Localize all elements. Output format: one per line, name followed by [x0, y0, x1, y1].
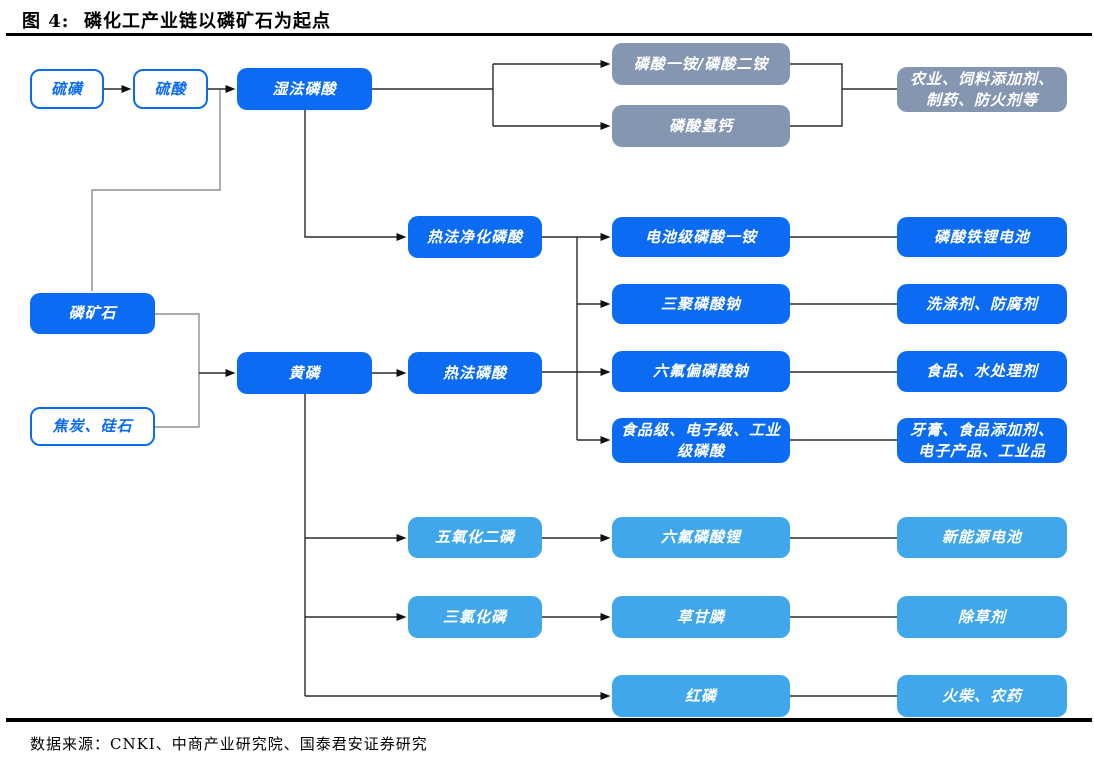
- node-grade-phosphoric-acid: 食品级、电子级、工业级磷酸: [612, 418, 790, 463]
- data-source-note: 数据来源：CNKI、中商产业研究院、国泰君安证券研究: [30, 735, 428, 753]
- node-matches-pesticide: 火柴、农药: [897, 675, 1067, 717]
- node-herbicide: 除草剂: [897, 596, 1067, 638]
- node-phosphate-rock: 磷矿石: [30, 293, 155, 334]
- node-food-water-treatment: 食品、水处理剂: [897, 351, 1067, 392]
- black-edges: [104, 60, 897, 700]
- node-sulfuric-acid: 硫酸: [133, 69, 208, 109]
- node-detergent-preservative: 洗涤剂、防腐剂: [897, 284, 1067, 324]
- node-lithium-hexafluorophosphate: 六氟磷酸锂: [612, 517, 790, 558]
- node-wet-process-phosphoric-acid: 湿法磷酸: [237, 68, 372, 110]
- node-phosphorus-pentoxide: 五氧化二磷: [408, 517, 542, 558]
- title-rule: [6, 33, 1092, 36]
- node-dicalcium-phosphate: 磷酸氢钙: [612, 105, 790, 147]
- node-sodium-tripolyphosphate: 三聚磷酸钠: [612, 284, 790, 324]
- node-sulfur: 硫磺: [30, 69, 104, 109]
- node-yellow-phosphorus: 黄磷: [237, 352, 372, 394]
- node-new-energy-battery: 新能源电池: [897, 517, 1067, 558]
- node-lfp-battery: 磷酸铁锂电池: [897, 217, 1067, 257]
- node-toothpaste-additives: 牙膏、食品添加剂、电子产品、工业品: [897, 418, 1067, 463]
- node-red-phosphorus: 红磷: [612, 675, 790, 717]
- node-thermal-phosphoric-acid: 热法磷酸: [408, 352, 542, 394]
- node-glyphosate: 草甘膦: [612, 596, 790, 638]
- footer-rule: [6, 718, 1092, 722]
- node-map-dap: 磷酸一铵/磷酸二铵: [612, 43, 790, 85]
- node-agriculture-uses: 农业、饲料添加剂、制药、防火剂等: [897, 67, 1067, 112]
- gray-feeder-edges: [91, 89, 221, 428]
- node-sodium-hexametaphosphate: 六氟偏磷酸钠: [612, 351, 790, 392]
- node-phosphorus-trichloride: 三氯化磷: [408, 596, 542, 638]
- node-coke-silica: 焦炭、硅石: [30, 407, 155, 446]
- figure-title: 图 4: 磷化工产业链以磷矿石为起点: [22, 11, 331, 32]
- node-thermal-purified-phosphoric-acid: 热法净化磷酸: [408, 216, 542, 258]
- node-battery-grade-map: 电池级磷酸一铵: [612, 217, 790, 257]
